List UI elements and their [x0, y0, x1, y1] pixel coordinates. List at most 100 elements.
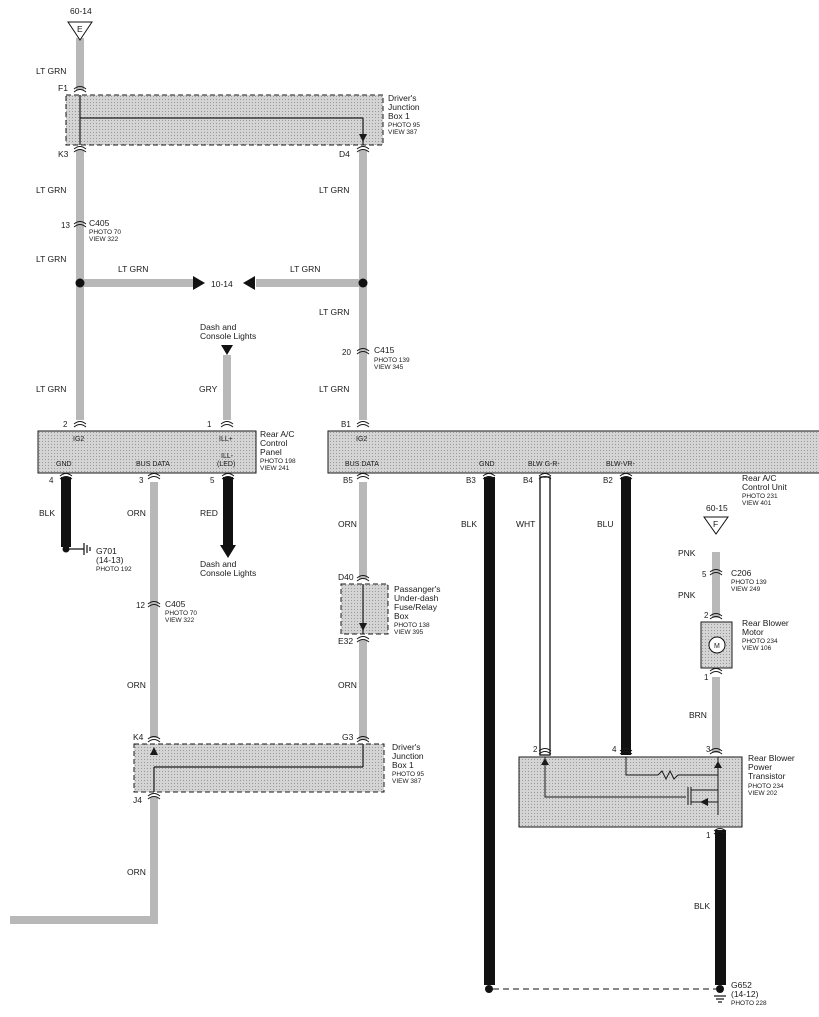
splice-right	[358, 278, 368, 288]
connector-symbol-23	[619, 748, 633, 755]
pass-box-photo: PHOTO 138	[394, 622, 430, 629]
wire-lt-grn-mid-right	[256, 279, 359, 287]
dash-lights-top-2: Console Lights	[200, 331, 256, 341]
c415-name: C415	[374, 345, 395, 355]
unit-pin-b1: B1	[341, 420, 351, 429]
djb-bottom-title-3: Box 1	[392, 760, 414, 770]
top-ref-page: 60-14	[70, 6, 92, 16]
transistor-pin-2: 2	[533, 745, 538, 754]
panel-term-ill-led-1: ILL-	[221, 453, 234, 460]
wire-orn-right-upper	[359, 482, 367, 579]
unit-term-gnd: GND	[479, 461, 495, 468]
djb-bottom-g3: G3	[342, 732, 354, 742]
djb-bottom-photo: PHOTO 95	[392, 771, 424, 778]
rear-ac-unit-title-2: Control Unit	[742, 482, 788, 492]
rear-ac-panel-title-2: Control	[260, 438, 288, 448]
label-red: RED	[200, 508, 218, 518]
connector-symbol-3	[73, 221, 87, 228]
connector-symbol-20	[356, 736, 370, 743]
label-lt-grn-left3: LT GRN	[36, 384, 66, 394]
arrow-right-icon	[193, 276, 205, 290]
wire-red	[223, 477, 233, 547]
rear-ac-unit-title-1: Rear A/C	[742, 473, 777, 483]
label-blu: BLU	[597, 519, 614, 529]
c415-pin: 20	[342, 348, 351, 357]
label-lt-grn-top: LT GRN	[36, 66, 66, 76]
transistor-photo: PHOTO 234	[748, 783, 784, 790]
label-lt-grn-mid-right: LT GRN	[290, 264, 320, 274]
c206-view: VIEW 249	[731, 586, 761, 593]
connector-symbol-6	[220, 421, 234, 428]
rear-ac-unit-photo: PHOTO 231	[742, 493, 778, 500]
motor-icon	[708, 636, 726, 654]
motor-title-1: Rear Blower	[742, 618, 789, 628]
label-lt-grn-left2: LT GRN	[36, 254, 66, 264]
c405-top-pin: 13	[61, 221, 70, 230]
ref-f-triangle-icon	[703, 516, 729, 535]
c415-view: VIEW 345	[374, 364, 404, 371]
connector-symbol-15	[147, 601, 161, 608]
connector-symbol-22	[538, 748, 552, 755]
connector-symbol-24	[709, 748, 723, 755]
g652-ref: (14-12)	[731, 989, 759, 999]
connector-symbol-26	[356, 575, 370, 582]
djb-bottom-j4: J4	[133, 795, 142, 805]
label-orn-left2: ORN	[127, 680, 146, 690]
label-blk-bottom: BLK	[694, 901, 710, 911]
panel-pin-gnd: 4	[49, 476, 54, 485]
wire-blk-bottom	[715, 830, 726, 985]
arrow-left-icon	[243, 276, 255, 290]
djb-top-title-3: Box 1	[388, 111, 410, 121]
rear-ac-panel-photo: PHOTO 198	[260, 458, 296, 465]
connector-symbol-27	[356, 636, 370, 643]
connector-symbol-17	[709, 613, 723, 620]
connector-symbol-21	[147, 793, 161, 800]
label-lt-grn-right2: LT GRN	[319, 307, 349, 317]
wire-blu	[621, 477, 631, 755]
pass-box-view: VIEW 395	[394, 629, 424, 636]
rear-ac-panel-box	[37, 430, 257, 474]
g701-photo: PHOTO 192	[96, 566, 132, 573]
wire-gry	[223, 355, 231, 420]
c206-photo: PHOTO 139	[731, 579, 767, 586]
g652-photo: PHOTO 228	[731, 1000, 767, 1007]
transistor-view: VIEW 202	[748, 790, 778, 797]
motor-pin-bottom: 1	[704, 673, 709, 682]
c206-name: C206	[731, 568, 752, 578]
page-ref-mid: 10-14	[211, 279, 233, 289]
connector-symbol-1	[73, 146, 87, 153]
pass-box-e32: E32	[338, 636, 353, 646]
unit-term-blw-vr: BLW-VR-	[606, 461, 636, 468]
wire-orn-left-bottom	[150, 797, 158, 924]
djb-top-box	[65, 94, 384, 146]
c405-top-view: VIEW 322	[89, 236, 119, 243]
top-ref-triangle-icon	[67, 21, 93, 41]
djb-bottom-box	[133, 743, 385, 793]
transistor-title-2: Power	[748, 762, 772, 772]
label-lt-grn-mid-left: LT GRN	[118, 264, 148, 274]
connector-symbol-4	[356, 348, 370, 355]
splice-left	[75, 278, 85, 288]
black-wires	[61, 476, 726, 993]
connector-symbol-18	[709, 668, 723, 675]
pass-box	[340, 583, 389, 635]
wire-pnk	[712, 552, 720, 618]
wire-blk-b3	[484, 477, 495, 985]
c405-top-photo: PHOTO 70	[89, 229, 121, 236]
label-pnk1: PNK	[678, 548, 696, 558]
c405-mid-view: VIEW 322	[165, 617, 195, 624]
connector-symbol-25	[713, 828, 727, 835]
connector-symbol-7	[356, 421, 370, 428]
label-gry: GRY	[199, 384, 218, 394]
panel-term-ill-plus: ILL+	[219, 436, 233, 443]
label-lt-grn-right3: LT GRN	[319, 384, 349, 394]
c405-mid-photo: PHOTO 70	[165, 610, 197, 617]
connector-symbol-9	[147, 473, 161, 480]
label-orn-right1: ORN	[338, 519, 357, 529]
c405-top-name: C405	[89, 218, 110, 228]
ref-f-page: 60-15	[706, 503, 728, 513]
g701-ref: (14-13)	[96, 555, 124, 565]
label-blk-left: BLK	[39, 508, 55, 518]
rear-ac-panel-title-3: Panel	[260, 447, 282, 457]
